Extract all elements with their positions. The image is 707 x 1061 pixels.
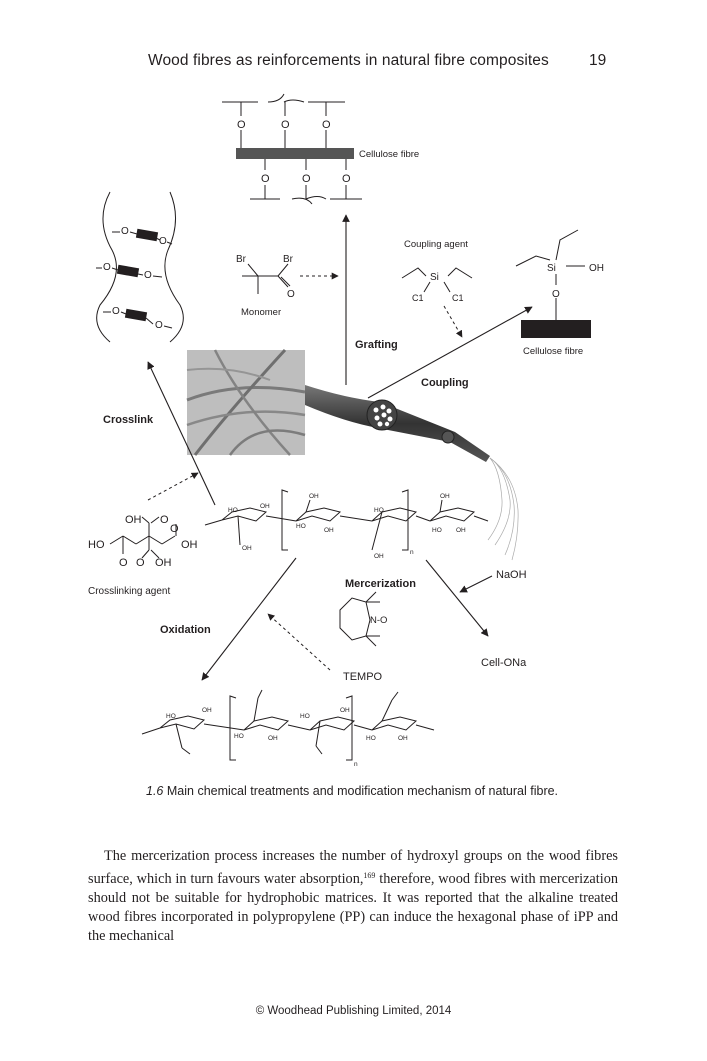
- oxidation-arrow: [201, 557, 297, 681]
- page-number: 19: [589, 52, 607, 69]
- svg-text:O: O: [322, 119, 331, 131]
- svg-text:O: O: [170, 523, 179, 535]
- grafted-cellulose-structure: O O O O O O: [222, 93, 362, 205]
- figure-caption: 1.6 Main chemical treatments and modific…: [146, 784, 566, 799]
- svg-text:HO: HO: [432, 527, 442, 534]
- running-header: Wood fibres as reinforcements in natural…: [0, 52, 707, 74]
- crosslinked-chains: O O O O O O: [96, 191, 184, 343]
- cellulose-chain-structure: [204, 489, 489, 551]
- oxidized-cellulose-structure: [141, 689, 435, 761]
- cellulose-fibre-bar-top: [236, 148, 354, 159]
- figure-diagram: O O O O O O Cellulose fibre O O O O O O: [88, 93, 604, 768]
- coupling-agent-structure: [401, 267, 473, 293]
- svg-text:OH: OH: [242, 545, 252, 552]
- svg-text:O: O: [281, 119, 290, 131]
- svg-text:Si: Si: [430, 272, 439, 283]
- wood-fibre-micrograph: [186, 348, 306, 456]
- mercerization-arrow: [425, 559, 489, 637]
- svg-text:OH: OH: [456, 527, 466, 534]
- svg-text:n: n: [354, 761, 358, 768]
- svg-text:C1: C1: [452, 293, 464, 303]
- svg-text:OH: OH: [589, 263, 604, 274]
- svg-text:OH: OH: [268, 735, 278, 742]
- body-text-part-2: therefore, wood fibres with mercerizatio…: [88, 871, 619, 944]
- label-crosslinking-agent: Crosslinking agent: [88, 586, 170, 597]
- svg-text:O: O: [160, 514, 169, 526]
- label-cell-ona: Cell-ONa: [481, 657, 527, 669]
- svg-text:OH: OH: [340, 707, 350, 714]
- cellulose-fibre-bar-right: [521, 320, 591, 338]
- crosslink-arrow: [147, 361, 216, 506]
- svg-text:C1: C1: [412, 293, 424, 303]
- caption-number: 1.6: [146, 784, 164, 798]
- monomer-structure: [242, 263, 291, 294]
- svg-text:Si: Si: [547, 263, 556, 274]
- svg-text:O: O: [237, 119, 246, 131]
- svg-text:O: O: [119, 557, 128, 569]
- svg-text:O: O: [136, 557, 145, 569]
- running-title: Wood fibres as reinforcements in natural…: [148, 52, 549, 69]
- svg-text:O: O: [144, 270, 152, 281]
- svg-text:O: O: [159, 236, 167, 247]
- svg-text:OH: OH: [202, 707, 212, 714]
- svg-text:OH: OH: [398, 735, 408, 742]
- tempo-structure: [339, 591, 380, 647]
- svg-text:O: O: [121, 226, 129, 237]
- caption-text: Main chemical treatments and modificatio…: [166, 784, 559, 798]
- svg-text:N-O: N-O: [370, 615, 387, 626]
- label-cellulose-fibre-top: Cellulose fibre: [359, 149, 419, 160]
- svg-text:HO: HO: [296, 523, 306, 530]
- svg-text:HO: HO: [166, 713, 176, 720]
- tempo-arrow: [267, 613, 331, 671]
- body-paragraph: The mercerization process increases the …: [88, 847, 618, 946]
- naoh-arrow: [459, 575, 493, 593]
- svg-text:HO: HO: [300, 713, 310, 720]
- figure-1-6: O O O O O O Cellulose fibre O O O O O O: [0, 80, 707, 840]
- reference-superscript: 169: [363, 871, 376, 880]
- label-coupling-agent: Coupling agent: [404, 239, 468, 250]
- label-grafting: Grafting: [355, 339, 398, 351]
- svg-text:O: O: [302, 173, 311, 185]
- coupled-cellulose-structure: [515, 229, 591, 338]
- label-oxidation: Oxidation: [160, 624, 211, 636]
- svg-text:O: O: [342, 173, 351, 185]
- svg-text:OH: OH: [260, 503, 270, 510]
- label-naoh: NaOH: [496, 569, 527, 581]
- svg-text:O: O: [155, 320, 163, 331]
- svg-text:HO: HO: [88, 539, 105, 551]
- body-text-part-1: The mercerization process increases the …: [88, 848, 618, 887]
- svg-text:HO: HO: [374, 507, 384, 514]
- svg-text:O: O: [112, 306, 120, 317]
- svg-text:n: n: [410, 549, 414, 556]
- coupling-agent-arrow: [443, 305, 463, 338]
- svg-text:O: O: [552, 289, 560, 300]
- svg-text:OH: OH: [374, 553, 384, 560]
- svg-text:OH: OH: [324, 527, 334, 534]
- copyright-footer: © Woodhead Publishing Limited, 2014: [255, 1005, 452, 1017]
- crosslinking-agent-arrow: [147, 472, 199, 501]
- svg-text:O: O: [103, 262, 111, 273]
- svg-text:HO: HO: [228, 507, 238, 514]
- svg-text:OH: OH: [125, 514, 142, 526]
- svg-text:O: O: [261, 173, 270, 185]
- crosslinking-agent-structure: [109, 516, 177, 559]
- svg-text:HO: HO: [234, 733, 244, 740]
- coupling-arrow: [367, 306, 533, 399]
- svg-text:OH: OH: [155, 557, 172, 569]
- fibre-bundle-illustration: [305, 385, 519, 561]
- label-monomer: Monomer: [241, 307, 281, 318]
- svg-text:OH: OH: [440, 493, 450, 500]
- svg-text:Br: Br: [283, 254, 294, 265]
- svg-text:OH: OH: [181, 539, 198, 551]
- svg-text:HO: HO: [366, 735, 376, 742]
- label-crosslink: Crosslink: [103, 414, 154, 426]
- label-mercerization: Mercerization: [345, 578, 416, 590]
- svg-text:O: O: [287, 289, 295, 300]
- label-coupling: Coupling: [421, 377, 469, 389]
- label-cellulose-fibre-right: Cellulose fibre: [523, 346, 583, 357]
- svg-text:Br: Br: [236, 254, 247, 265]
- svg-text:OH: OH: [309, 493, 319, 500]
- label-tempo: TEMPO: [343, 671, 383, 683]
